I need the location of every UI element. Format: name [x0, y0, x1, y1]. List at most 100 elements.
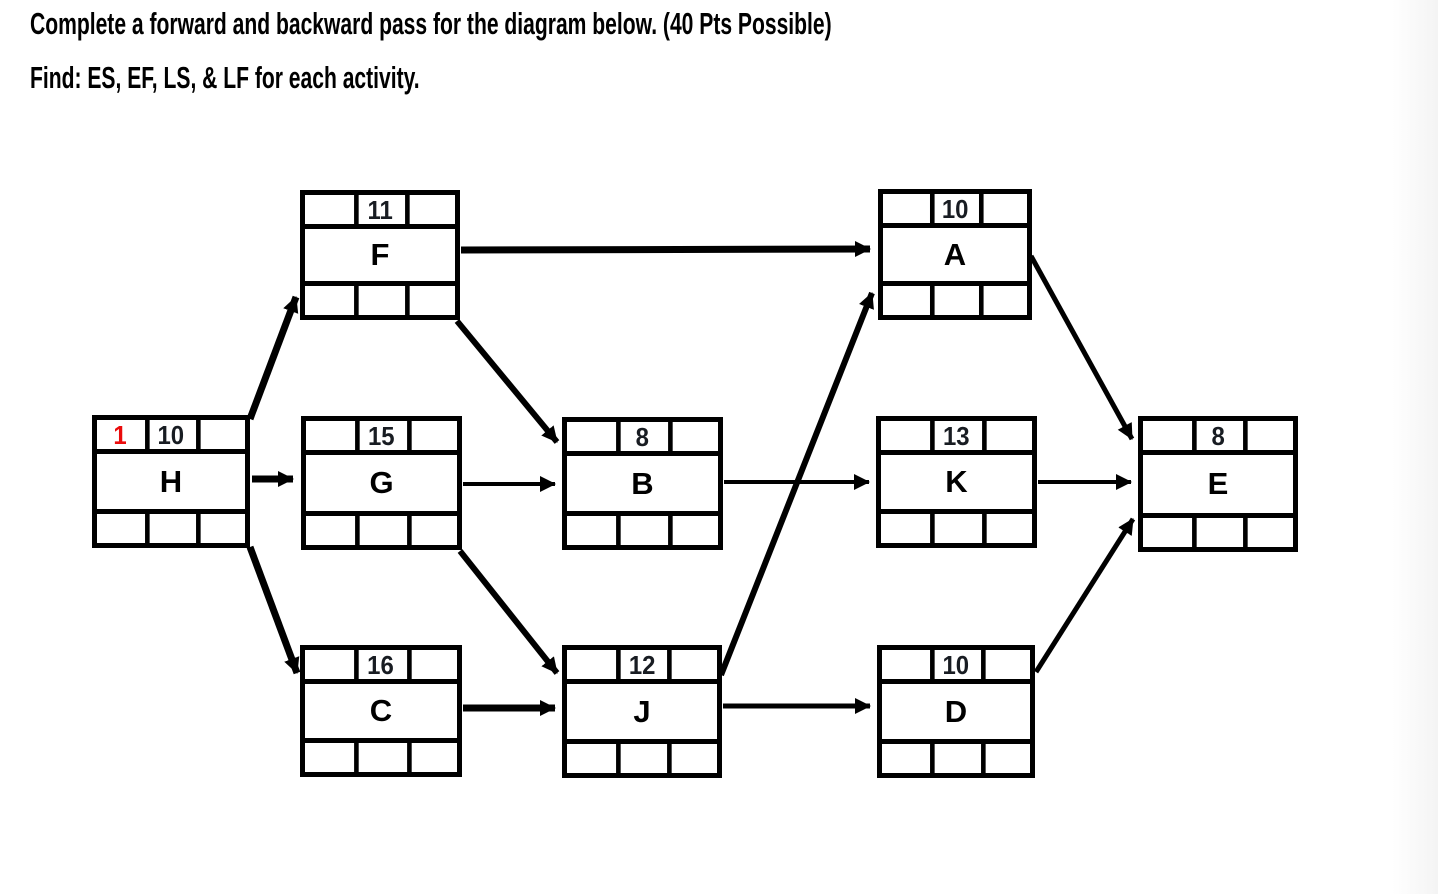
- ls-cell: [1145, 518, 1188, 547]
- ef-cell: [407, 421, 455, 450]
- activity-label: H: [159, 463, 183, 499]
- es-cell: [308, 421, 351, 450]
- arrow-F-to-A: [460, 241, 871, 258]
- float-cell: [930, 514, 978, 543]
- duration-cell: 11: [353, 195, 402, 224]
- node-top-row: 10: [882, 650, 1030, 684]
- duration-cell: 8: [616, 422, 664, 451]
- node-bottom-row: [306, 511, 457, 545]
- duration-cell: 10: [930, 650, 977, 679]
- float-cell: [930, 744, 977, 773]
- activity-label: B: [631, 465, 654, 501]
- node-top-row: 10: [883, 194, 1027, 228]
- duration-cell: 10: [929, 194, 976, 223]
- es-cell: [307, 195, 350, 224]
- node-top-row: 8: [1143, 421, 1293, 455]
- activity-label: K: [945, 464, 968, 499]
- lf-cell: [982, 514, 1030, 543]
- lf-cell: [668, 516, 716, 545]
- es-cell: [569, 422, 612, 451]
- es-cell: [307, 650, 351, 679]
- node-bottom-row: [567, 511, 718, 545]
- lf-cell: [979, 286, 1025, 315]
- lf-cell: [196, 514, 243, 543]
- es-cell: [883, 421, 926, 450]
- activity-label: D: [944, 693, 968, 729]
- node-top-row: 8: [567, 422, 718, 456]
- ef-cell: [405, 195, 453, 224]
- es-cell: 1: [113, 419, 127, 450]
- es-cell: [884, 650, 926, 679]
- ls-cell: [884, 744, 926, 773]
- instructions-text: Find: ES, EF, LS, & LF for each activity…: [30, 60, 420, 95]
- node-bottom-row: [1143, 513, 1293, 547]
- ef-cell: [406, 650, 455, 679]
- node-bottom-row: [882, 739, 1030, 773]
- node-top-row: 12: [567, 650, 717, 684]
- float-cell: [145, 514, 192, 543]
- lf-cell: [1243, 518, 1291, 547]
- node-top-row: 11: [305, 195, 455, 229]
- ls-cell: [569, 516, 612, 545]
- float-cell: [929, 286, 976, 315]
- arrow-J-to-A: [718, 291, 875, 677]
- page-title: Complete a forward and backward pass for…: [30, 6, 832, 41]
- ls-cell: [885, 286, 926, 315]
- activity-label: J: [633, 693, 651, 729]
- node-bottom-row: [883, 281, 1027, 315]
- float-cell: [355, 516, 403, 545]
- ls-cell: [308, 516, 351, 545]
- node-bottom-row: [881, 509, 1032, 543]
- lf-cell: [407, 516, 455, 545]
- float-cell: [616, 516, 664, 545]
- node-top-row: 16: [305, 650, 457, 684]
- es-cell: [885, 194, 926, 223]
- ef-cell: [668, 422, 716, 451]
- ls-cell: [307, 286, 350, 315]
- ef-cell: [981, 650, 1028, 679]
- lf-cell: [981, 744, 1028, 773]
- ef-cell: [1243, 421, 1291, 450]
- arrow-F-to-B: [454, 319, 560, 444]
- node-bottom-row: [97, 509, 245, 543]
- es-cell: [1145, 421, 1188, 450]
- arrow-A-to-E: [1028, 254, 1135, 441]
- duration-cell: 15: [355, 421, 403, 450]
- float-cell: [1191, 518, 1240, 547]
- duration-cell: 16: [354, 650, 402, 679]
- ls-cell: [883, 514, 926, 543]
- float-cell: [615, 744, 664, 773]
- ef-cell: [667, 650, 715, 679]
- activity-label: C: [369, 693, 393, 728]
- ls-cell: [569, 744, 612, 773]
- lf-cell: [405, 286, 453, 315]
- lf-cell: [406, 743, 455, 772]
- node-bottom-row: [305, 281, 455, 315]
- activity-label: G: [369, 465, 394, 500]
- es-cell: [569, 650, 612, 679]
- arrow-D-to-E: [1033, 517, 1136, 674]
- arrow-G-to-J: [457, 549, 560, 675]
- ef-cell: [982, 421, 1030, 450]
- ls-cell: [307, 743, 351, 772]
- lf-cell: [667, 744, 715, 773]
- duration-cell: 8: [1191, 421, 1240, 450]
- arrow-H-to-C: [246, 545, 301, 675]
- float-cell: [354, 743, 402, 772]
- activity-label: F: [370, 237, 390, 272]
- duration-cell: 12: [615, 650, 664, 679]
- node-bottom-row: [305, 738, 457, 772]
